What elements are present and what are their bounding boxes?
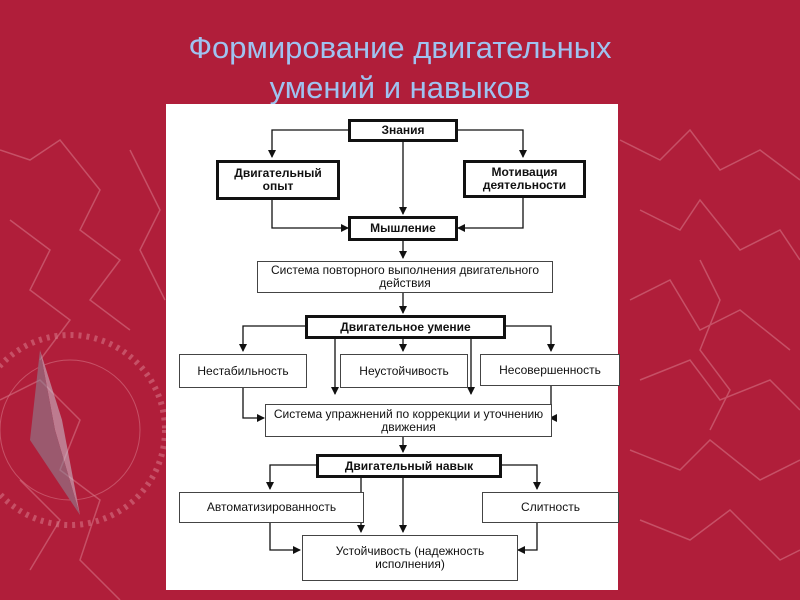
node-slitnost: Слитность bbox=[482, 492, 619, 523]
arrow-opyt-myshlenie bbox=[271, 200, 349, 232]
arrow-umenie-nestabilnost bbox=[239, 325, 305, 352]
compass-icon bbox=[0, 332, 168, 528]
node-sistema-uprazhneniy: Система упражнений по коррекции и уточне… bbox=[265, 404, 552, 437]
slide-title-line-2: умений и навыков bbox=[269, 70, 531, 105]
node-myshlenie: Мышление bbox=[348, 216, 458, 241]
arrow-znaniya-opyt bbox=[268, 129, 348, 158]
diagram-panel: Знания Двигательный опыт Мотивация деяте… bbox=[166, 104, 620, 590]
node-dvigatelnyy-opyt: Двигательный опыт bbox=[216, 160, 340, 200]
node-ustoychivost: Устойчивость (надежность исполнения) bbox=[302, 535, 518, 581]
arrow-znaniya-motivatsiya bbox=[458, 129, 527, 158]
node-dvigatelnoe-umenie: Двигательное умение bbox=[305, 315, 506, 339]
node-dvigatelnyy-navyk: Двигательный навык bbox=[316, 454, 502, 478]
node-nestabilnost: Нестабильность bbox=[179, 354, 307, 388]
arrow-navyk-avtomatizirovannost bbox=[266, 464, 316, 490]
node-avtomatizirovannost: Автоматизированность bbox=[179, 492, 364, 523]
arrow-umenie-nesovershennost bbox=[506, 325, 555, 352]
node-neustoychivost: Неустойчивость bbox=[340, 354, 468, 388]
arrow-slitnost-ustoychivost bbox=[517, 523, 538, 554]
node-sistema-povtornogo-vypolneniya: Система повторного выполнения двигательн… bbox=[257, 261, 553, 293]
arrow-motivatsiya-myshlenie bbox=[457, 198, 524, 232]
slide-title-line-1: Формирование двигательных bbox=[188, 30, 612, 65]
slide-title: Формирование двигательных умений и навык… bbox=[0, 28, 800, 108]
node-nesovershennost: Несовершенность bbox=[480, 354, 620, 386]
arrow-avtomatizirovannost-ustoychivost bbox=[269, 523, 301, 554]
arrow-nestabilnost-uprazhneniya bbox=[242, 388, 265, 422]
arrow-navyk-slitnost bbox=[502, 464, 541, 490]
node-znaniya: Знания bbox=[348, 119, 458, 142]
node-motivatsiya: Мотивация деятельности bbox=[463, 160, 586, 198]
